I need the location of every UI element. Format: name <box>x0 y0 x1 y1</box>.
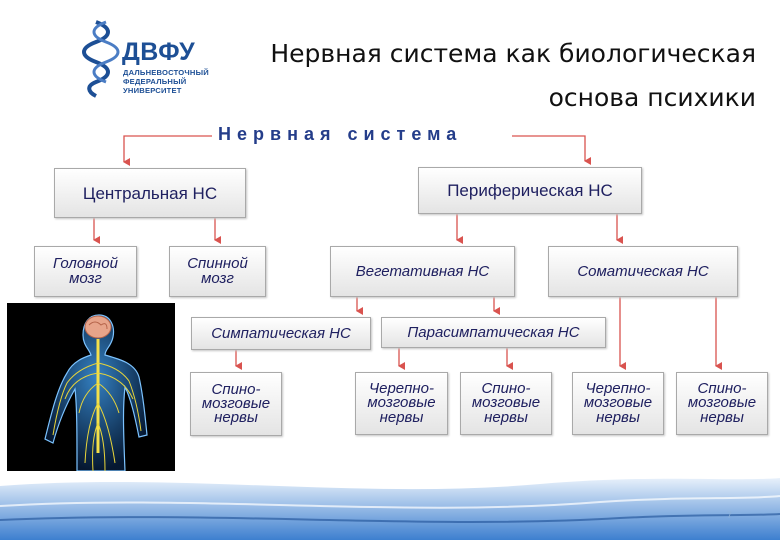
leaf-cranial-nerves-2: Черепно- мозговые нервы <box>572 372 664 435</box>
diagram-heading: Нервная система <box>218 124 463 144</box>
peripheral-ns-box: Периферическая НС <box>418 167 642 214</box>
sympathetic-ns-box: Симпатическая НС <box>191 317 371 350</box>
parasympathetic-ns-box: Парасимпатическая НС <box>381 317 606 348</box>
university-logo: ДВФУ ДАЛЬНЕВОСТОЧНЫЙ ФЕДЕРАЛЬНЫЙ УНИВЕРС… <box>82 18 209 98</box>
nervous-system-illustration <box>7 303 175 471</box>
spinal-cord-box: Спинной мозг <box>169 246 266 297</box>
brain-box: Головной мозг <box>34 246 137 297</box>
logo-line-3: УНИВЕРСИТЕТ <box>123 86 182 95</box>
connector-heading-peripheral <box>512 135 591 165</box>
logo-name: ДВФУ <box>122 38 196 66</box>
logo-line-1: ДАЛЬНЕВОСТОЧНЫЙ <box>123 68 209 77</box>
title-line-1: Нервная система как биологическая <box>270 39 756 68</box>
leaf-spinal-nerves-2: Спино- мозговые нервы <box>460 372 552 435</box>
page-number: 7 <box>727 510 733 520</box>
central-ns-box: Центральная НС <box>54 168 246 218</box>
connector-heading-central <box>123 135 212 166</box>
footer-wave-decoration <box>0 478 780 540</box>
leaf-spinal-nerves-1: Спино- мозговые нервы <box>190 372 282 436</box>
slide-title: Нервная система как биологическая основа… <box>196 32 756 120</box>
leaf-cranial-nerves-1: Черепно- мозговые нервы <box>355 372 448 435</box>
title-line-2: основа психики <box>548 83 756 112</box>
somatic-ns-box: Соматическая НС <box>548 246 738 297</box>
logo-line-2: ФЕДЕРАЛЬНЫЙ <box>123 77 187 86</box>
leaf-spinal-nerves-3: Спино- мозговые нервы <box>676 372 768 435</box>
human-body-nerves-icon <box>7 303 175 471</box>
vegetative-ns-box: Вегетативная НС <box>330 246 515 297</box>
dna-logo-icon <box>82 20 120 98</box>
